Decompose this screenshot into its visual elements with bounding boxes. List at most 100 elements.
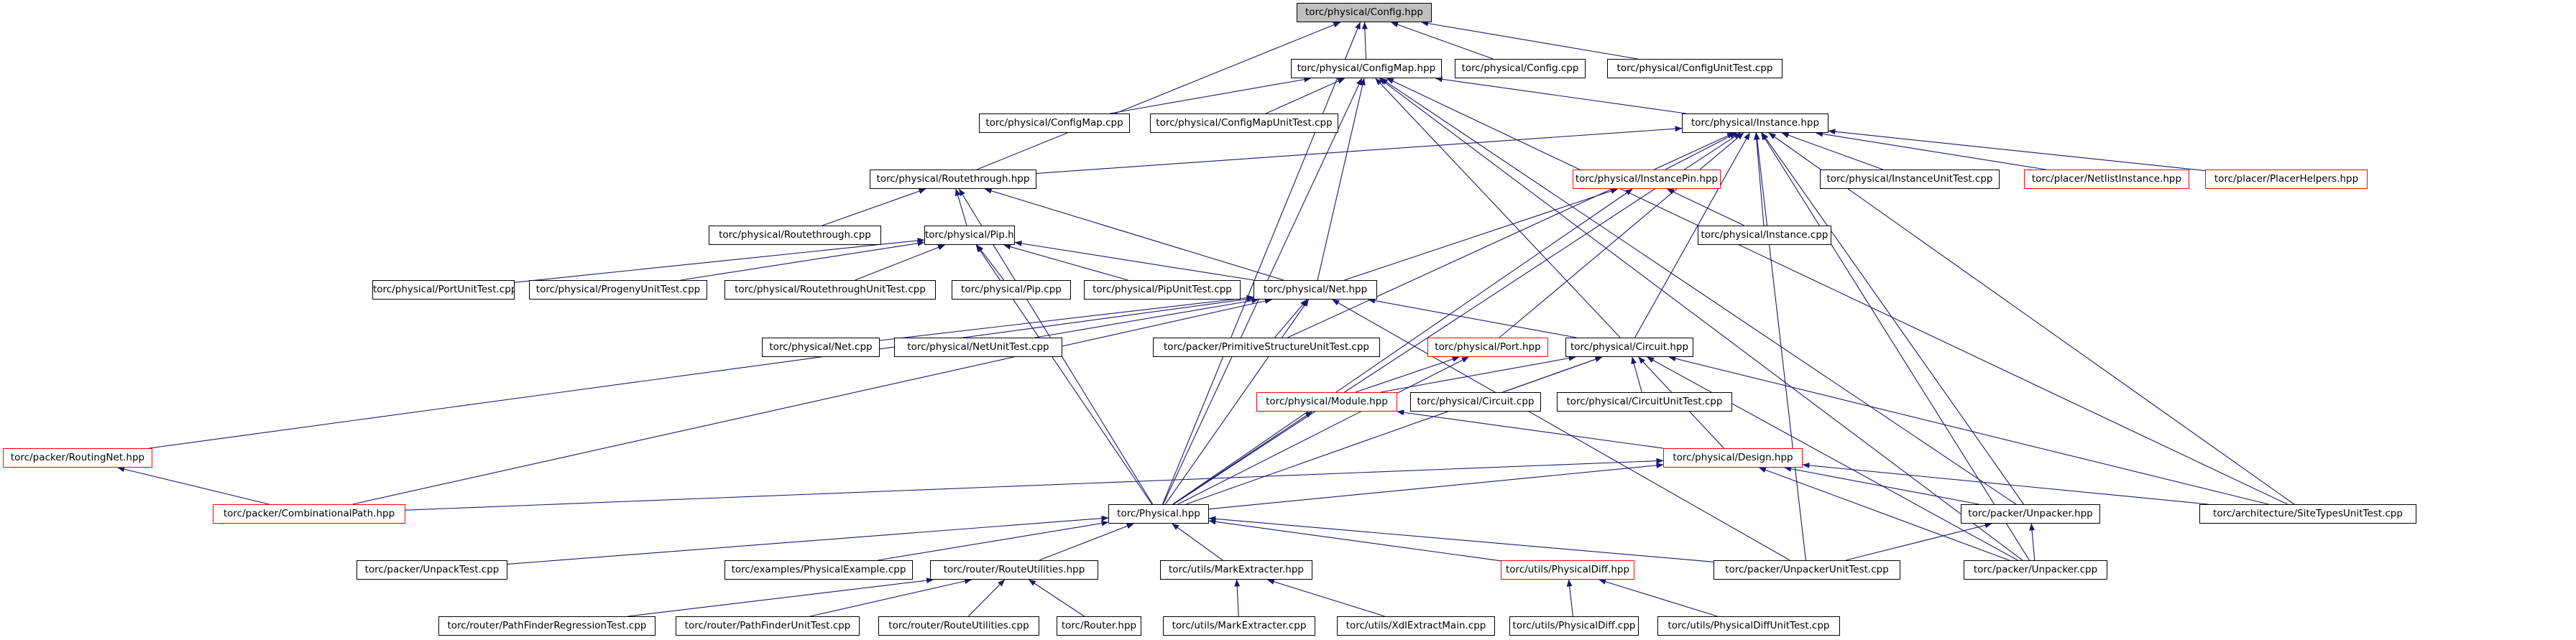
node-configunittest-cpp[interactable]: torc/physical/ConfigUnitTest.cpp <box>1607 59 1782 78</box>
node-physicaldiffunittest-cpp[interactable]: torc/utils/PhysicalDiffUnitTest.cpp <box>1657 616 1840 636</box>
edge-unpackerunittest-cpp-to-unpacker-hpp <box>1845 522 1992 561</box>
node-routethrough-hpp[interactable]: torc/physical/Routethrough.hpp <box>870 170 1036 189</box>
edge-pathfinderunittest-cpp-to-routeutilities-hpp <box>810 578 972 617</box>
node-unpacker-cpp[interactable]: torc/packer/Unpacker.cpp <box>1964 560 2107 580</box>
node-combinationalpath-hpp[interactable]: torc/packer/CombinationalPath.hpp <box>213 504 405 524</box>
edge-physical-hpp-to-design-hpp <box>1208 462 1664 510</box>
node-pipunittest-cpp[interactable]: torc/physical/PipUnitTest.cpp <box>1084 280 1241 300</box>
node-circuitunittest-cpp[interactable]: torc/physical/CircuitUnitTest.cpp <box>1557 392 1732 412</box>
edge-routeutilities-cpp-to-routeutilities-hpp <box>967 579 1006 617</box>
edge-instance-cpp-to-instancepin-hpp <box>1666 188 1744 226</box>
node-netunittest-cpp[interactable]: torc/physical/NetUnitTest.cpp <box>894 338 1062 357</box>
edge-physical-hpp-to-config-hpp <box>1162 22 1361 505</box>
node-instance-cpp[interactable]: torc/physical/Instance.cpp <box>1698 226 1831 245</box>
edge-net-hpp-to-pip-hpp <box>1014 241 1254 281</box>
node-progenyunittest-cpp[interactable]: torc/physical/ProgenyUnitTest.cpp <box>529 280 707 300</box>
node-routingnet-hpp[interactable]: torc/packer/RoutingNet.hpp <box>3 448 152 468</box>
node-portunittest-cpp[interactable]: torc/physical/PortUnitTest.cpp <box>372 280 515 300</box>
node-markextracter-cpp[interactable]: torc/utils/MarkExtracter.cpp <box>1163 616 1315 636</box>
node-routeutilities-hpp[interactable]: torc/router/RouteUtilities.hpp <box>930 560 1098 580</box>
node-configmap-hpp[interactable]: torc/physical/ConfigMap.hpp <box>1291 59 1442 78</box>
node-physicalexample-cpp[interactable]: torc/examples/PhysicalExample.cpp <box>724 560 913 580</box>
node-pathfinderunittest-cpp[interactable]: torc/router/PathFinderUnitTest.cpp <box>676 616 860 636</box>
edge-configmap-hpp-to-config-hpp <box>1361 22 1368 60</box>
node-config-cpp[interactable]: torc/physical/Config.cpp <box>1455 59 1586 78</box>
edge-physicalexample-cpp-to-physical-hpp <box>877 520 1109 561</box>
node-sitetypesunittest-cpp[interactable]: torc/architecture/SiteTypesUnitTest.cpp <box>2199 504 2416 524</box>
node-configmap-cpp[interactable]: torc/physical/ConfigMap.cpp <box>979 113 1130 133</box>
edge-router-hpp-to-routeutilities-hpp <box>1028 579 1085 617</box>
edge-design-hpp-to-module-hpp <box>1397 409 1664 449</box>
edge-markextracter-hpp-to-physical-hpp <box>1172 523 1223 561</box>
edge-port-hpp-to-instance-hpp <box>1499 132 1744 338</box>
node-instancepin-hpp[interactable]: torc/physical/InstancePin.hpp <box>1573 170 1721 189</box>
node-net-hpp[interactable]: torc/physical/Net.hpp <box>1254 280 1377 300</box>
node-module-hpp[interactable]: torc/physical/Module.hpp <box>1256 392 1397 412</box>
edge-combinationalpath-hpp-to-net-hpp <box>352 298 1272 505</box>
edge-routethrough-cpp-to-routethrough-hpp <box>822 188 926 226</box>
edge-routethrough-hpp-to-instance-hpp <box>1036 126 1683 174</box>
edge-instance-hpp-to-configmap-hpp <box>1435 76 1686 114</box>
edge-module-hpp-to-port-hpp <box>1355 356 1460 393</box>
node-port-hpp[interactable]: torc/physical/Port.hpp <box>1427 338 1548 357</box>
edge-pip-hpp-to-routethrough-hpp <box>954 188 967 226</box>
edge-configmap-cpp-to-configmap-hpp <box>1110 76 1312 114</box>
node-net-cpp[interactable]: torc/physical/Net.cpp <box>762 338 880 357</box>
node-unpacktest-cpp[interactable]: torc/packer/UnpackTest.cpp <box>356 560 507 580</box>
edge-pipunittest-cpp-to-pip-hpp <box>1003 244 1128 281</box>
edge-netunittest-cpp-to-net-hpp <box>1035 297 1259 338</box>
edge-sitetypesunittest-cpp-to-instance-hpp <box>1768 132 2295 505</box>
node-circuit-cpp[interactable]: torc/physical/Circuit.cpp <box>1410 392 1541 412</box>
edge-instance-cpp-to-instance-hpp <box>1753 132 1765 226</box>
node-placerhelpers-hpp[interactable]: torc/placer/PlacerHelpers.hpp <box>2205 170 2368 189</box>
node-routethrough-cpp[interactable]: torc/physical/Routethrough.cpp <box>709 226 881 245</box>
edge-physicaldiffunittest-cpp-to-physicaldiff-hpp <box>1598 578 1718 617</box>
edge-physicaldiff-hpp-to-physical-hpp <box>1208 519 1501 562</box>
node-routethroughunittest-cpp[interactable]: torc/physical/RoutethroughUnitTest.cpp <box>724 280 936 300</box>
edge-pathfinderregressiontest-cpp-to-routeutilities-hpp <box>627 578 934 617</box>
node-pip-cpp[interactable]: torc/physical/Pip.cpp <box>952 280 1071 300</box>
node-primitivestructureunittest-cpp[interactable]: torc/packer/PrimitiveStructureUnitTest.c… <box>1153 338 1380 357</box>
edge-unpackerunittest-cpp-to-physical-hpp <box>1208 516 1714 562</box>
edge-unpacktest-cpp-to-physical-hpp <box>507 515 1109 565</box>
edge-unpacker-cpp-to-unpacker-hpp <box>2029 523 2036 561</box>
node-physical-hpp[interactable]: torc/Physical.hpp <box>1108 504 1209 524</box>
node-config-hpp[interactable]: torc/physical/Config.hpp <box>1297 3 1432 22</box>
edge-unpackerunittest-cpp-to-net-hpp <box>1332 299 1790 561</box>
edge-physical-hpp-to-instancepin-hpp <box>1172 188 1633 505</box>
edge-xdlextractmain-cpp-to-markextracter-hpp <box>1266 579 1385 617</box>
edge-unpacker-hpp-to-design-hpp <box>1784 465 1979 505</box>
edge-placerhelpers-hpp-to-instance-hpp <box>1828 129 2206 172</box>
node-routeutilities-cpp[interactable]: torc/router/RouteUtilities.cpp <box>878 616 1039 636</box>
node-instance-hpp[interactable]: torc/physical/Instance.hpp <box>1682 113 1828 133</box>
edge-configmapunittest-cpp-to-configmap-hpp <box>1265 78 1346 114</box>
node-instanceunittest-cpp[interactable]: torc/physical/InstanceUnitTest.cpp <box>1820 170 2000 189</box>
dependency-edges <box>117 20 2295 617</box>
node-design-hpp[interactable]: torc/physical/Design.hpp <box>1663 448 1803 468</box>
node-xdlextractmain-cpp[interactable]: torc/utils/XdlExtractMain.cpp <box>1337 616 1495 636</box>
edge-instancepin-hpp-to-instance-hpp <box>1665 132 1737 170</box>
node-netlistinstance-hpp[interactable]: torc/placer/NetlistInstance.hpp <box>2024 170 2189 189</box>
edge-instanceunittest-cpp-to-instance-hpp <box>1781 132 1883 170</box>
edge-unpacker-hpp-to-configmap-hpp <box>1380 78 2017 505</box>
edge-net-hpp-to-configmap-hpp <box>1317 78 1366 281</box>
edge-circuit-hpp-to-net-hpp <box>1368 297 1577 338</box>
edge-module-hpp-to-circuit-hpp <box>1380 355 1576 393</box>
edge-routeutilities-hpp-to-physical-hpp <box>1039 523 1134 561</box>
node-unpackerunittest-cpp[interactable]: torc/packer/UnpackerUnitTest.cpp <box>1714 560 1900 580</box>
node-physicaldiff-cpp[interactable]: torc/utils/PhysicalDiff.cpp <box>1509 616 1639 636</box>
node-router-hpp[interactable]: torc/Router.hpp <box>1057 616 1141 636</box>
node-unpacker-hpp[interactable]: torc/packer/Unpacker.hpp <box>1961 504 2100 524</box>
node-circuit-hpp[interactable]: torc/physical/Circuit.hpp <box>1565 338 1693 357</box>
node-pip-hpp[interactable]: torc/physical/Pip.hpp <box>924 226 1015 245</box>
edge-physical-hpp-to-port-hpp <box>1177 356 1469 505</box>
edge-routethroughunittest-cpp-to-pip-hpp <box>855 244 945 281</box>
node-markextracter-hpp[interactable]: torc/utils/MarkExtracter.hpp <box>1160 560 1312 580</box>
edge-combinationalpath-hpp-to-design-hpp <box>405 458 1664 511</box>
node-pathfinderregressiontest-cpp[interactable]: torc/router/PathFinderRegressionTest.cpp <box>438 616 656 636</box>
edge-netlistinstance-hpp-to-instance-hpp <box>1816 131 2046 170</box>
node-configmapunittest-cpp[interactable]: torc/physical/ConfigMapUnitTest.cpp <box>1150 113 1338 133</box>
node-physicaldiff-hpp[interactable]: torc/utils/PhysicalDiff.hpp <box>1501 560 1634 580</box>
edge-sitetypesunittest-cpp-to-circuit-hpp <box>1668 356 2269 505</box>
